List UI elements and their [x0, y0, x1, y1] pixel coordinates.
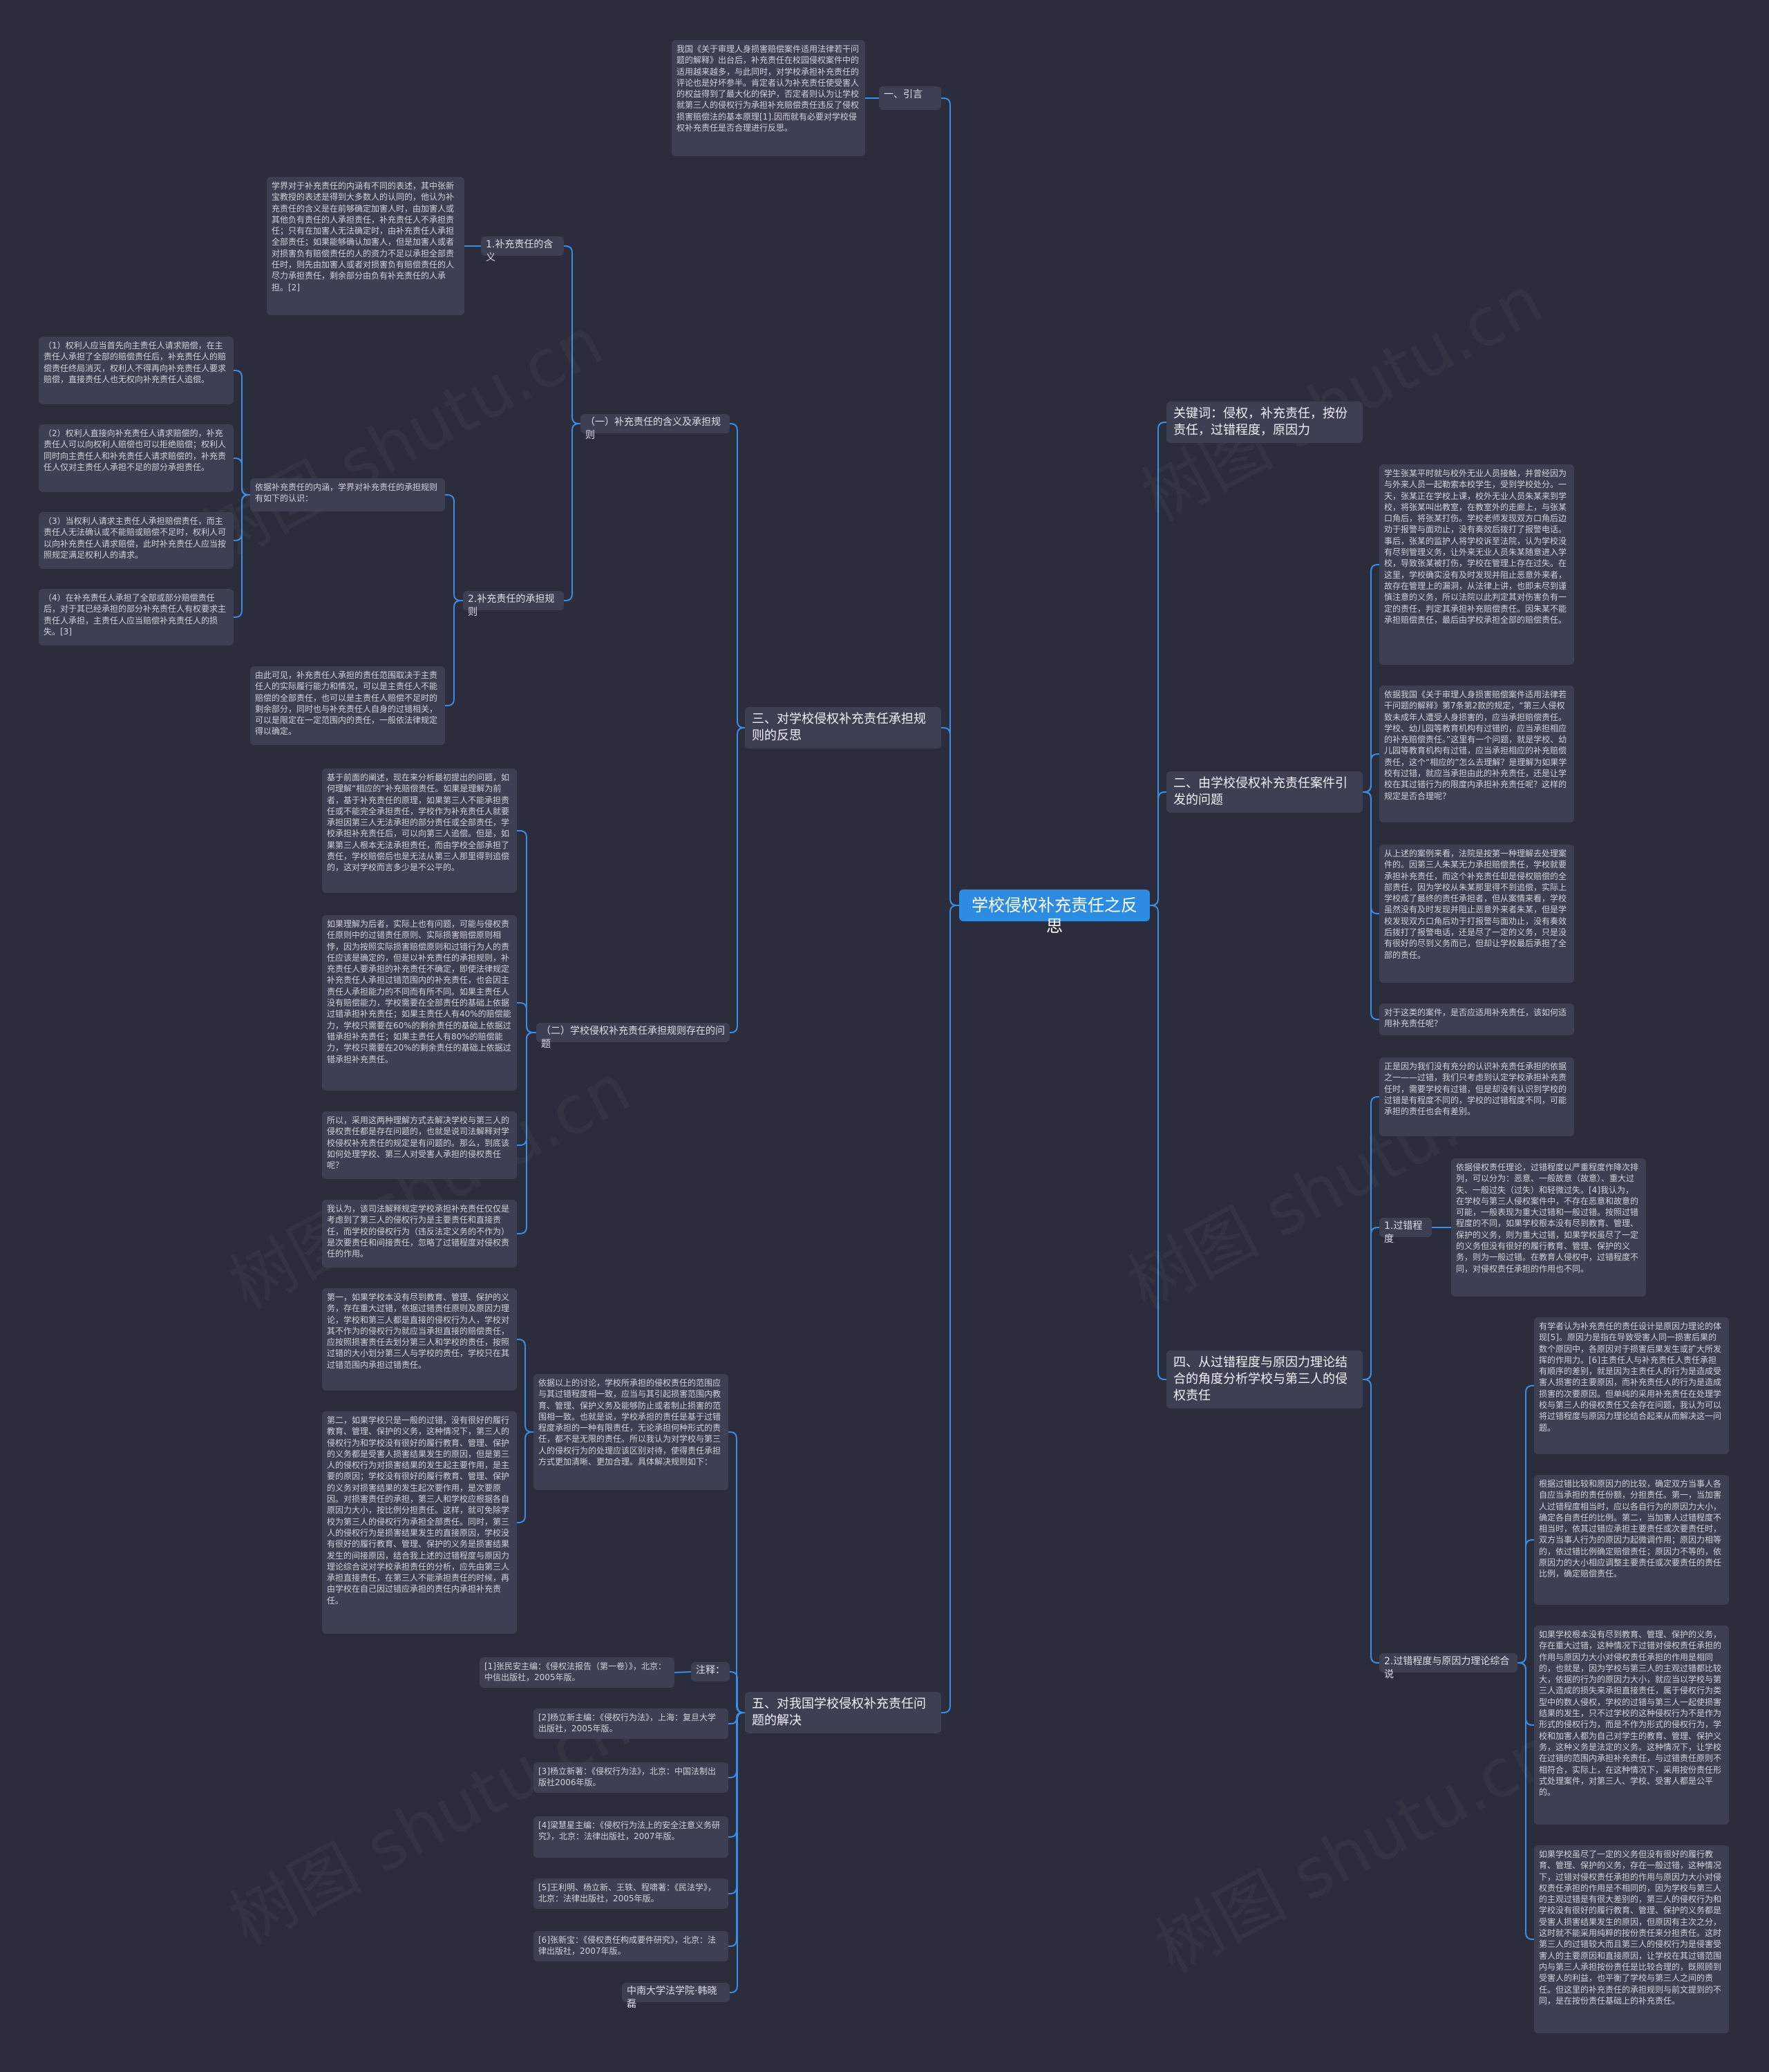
- problem-text-1: 基于前面的阐述，现在来分析最初提出的问题，如何理解“相应的”补充赔偿责任。如果是…: [322, 769, 517, 893]
- connector-line: [234, 458, 250, 496]
- connector-line: [941, 727, 959, 906]
- connector-line: [674, 1671, 692, 1673]
- connector-line: [564, 423, 580, 601]
- note-2: [2]杨立新主编：《侵权行为法》，上海：复旦大学出版社，2005年版。: [533, 1708, 728, 1739]
- solution-main: 依据以上的讨论，学校所承担的侵权责任的范围应与其过错程度相一致，应当与其引起损害…: [533, 1374, 728, 1490]
- connector-line: [1150, 791, 1166, 906]
- combined-text-4: 如果学校虽尽了一定的义务但没有很好的履行教育、管理、保护的义务，存在一般过错，这…: [1534, 1845, 1729, 2033]
- item-rules[interactable]: 2.补充责任的承担规则: [463, 591, 564, 618]
- notes-label[interactable]: 注释：: [691, 1662, 730, 1682]
- rules-intro: 依据补充责任的内涵，学界对补充责任的承担规则有如下的认识：: [250, 478, 445, 511]
- problem-text-2: 如果理解为后者，实际上也有问题，可能与侵权责任原则中的过错责任原则、实际损害赔偿…: [322, 915, 517, 1091]
- rule-3: （3）当权利人请求主责任人承担赔偿责任，而主责任人无法确认或不能赔或赔偿不足时，…: [39, 512, 234, 569]
- combined-text-2: 根据过错比较和原因力的比较，确定双方当事人各自应当承担的责任份额，分担责任。第一…: [1534, 1475, 1729, 1605]
- connector-line: [1517, 1539, 1534, 1664]
- connector-line: [445, 600, 463, 706]
- rule-1: （1）权利人应当首先向主责任人请求赔偿，在主责任人承担了全部的赔偿责任后，补充责…: [39, 337, 234, 404]
- connector-line: [730, 727, 745, 1033]
- connector-line: [517, 1032, 536, 1234]
- case-text-1: 学生张某平时就与校外无业人员接触，并曾经因为与外来人员一起勒索本校学生，受到学校…: [1379, 464, 1574, 665]
- rules-conclusion: 由此可见，补充责任人承担的责任范围取决于主责任人的实际履行能力和情况，可以是主责…: [250, 666, 445, 745]
- topic-intro[interactable]: 一、引言: [879, 86, 941, 110]
- connector-line: [517, 1431, 533, 1523]
- problem-text-3: 所以，采用这两种理解方式去解决学校与第三人的侵权责任都是存在问题的，也就是说司法…: [322, 1111, 517, 1179]
- note-1: [1]张民安主编：《侵权法报告（第一卷）》，北京：中信出版社，2005年版。: [480, 1657, 674, 1688]
- case-text-2: 依据我国《关于审理人身损害赔偿案件适用法律若干问题的解释》第7条第2款的规定，“…: [1379, 686, 1574, 822]
- item-combined-theory[interactable]: 2.过错程度与原因力理论综合说: [1379, 1653, 1517, 1680]
- connector-line: [1363, 791, 1379, 1020]
- intro-text: 我国《关于审理人身损害赔偿案件适用法律若干问题的解释》出台后，补充责任在校园侵权…: [672, 40, 865, 156]
- connector-line: [730, 423, 745, 728]
- item-meaning[interactable]: 1.补充责任的含义: [481, 236, 564, 263]
- combined-text-1: 有学者认为补充责任的责任设计是原因力理论的体现[5]。原因力是指在导致受害人同一…: [1534, 1317, 1729, 1454]
- note-5: [5]王利明、杨立新、王轶、程啸著：《民法学》，北京：法律出版社，2005年版。: [533, 1878, 728, 1909]
- fault-degree-text: 依据侵权责任理论，过错程度以严重程度作降次排列，可以分为：恶意、一般故意（故意）…: [1451, 1158, 1646, 1297]
- connector-line: [730, 1671, 745, 1713]
- fault-intro: 正是因为我们没有充分的认识补充责任承担的依据之一——过错，我们只考虑到认定学校承…: [1379, 1057, 1574, 1136]
- rule-4: （4）在补充责任人承担了全部或部分赔偿责任后，对于其已经承担的部分补充责任人有权…: [39, 589, 234, 646]
- case-text-3: 从上述的案例来看，法院是按第一种理解去处理案件的。因第三人朱某无力承担赔偿责任，…: [1379, 845, 1574, 983]
- author[interactable]: 中南大学法学院·韩晓磊: [622, 1983, 730, 2010]
- root-topic[interactable]: 学校侵权补充责任之反思: [959, 889, 1150, 936]
- connector-line: [730, 1712, 745, 1993]
- subtopic-3-2[interactable]: （二）学校侵权补充责任承担规则存在的问题: [536, 1023, 730, 1050]
- solution-text-2: 第二，如果学校只是一般的过错，没有很好的履行教育、管理、保护的义务，这种情况下，…: [322, 1411, 517, 1634]
- note-6: [6]张新宝：《侵权责任构成要件研究》，北京：法律出版社，2007年版。: [533, 1931, 728, 1961]
- topic-section-5[interactable]: 五、对我国学校侵权补充责任问题的解决: [745, 1692, 941, 1733]
- meaning-text: 学界对于补充责任的内涵有不同的表述，其中张新宝教授的表述是得到大多数人的认同的，…: [267, 177, 464, 315]
- topic-section-4[interactable]: 四、从过错程度与原因力理论结合的角度分析学校与第三人的侵权责任: [1166, 1350, 1363, 1409]
- connector-line: [1363, 1227, 1379, 1380]
- note-4: [4]梁慧星主编：《侵权行为法上的安全注意义务研究》，北京：法律出版社，2007…: [533, 1816, 728, 1858]
- topic-keywords[interactable]: 关键词：侵权，补充责任，按份责任，过错程度，原因力: [1166, 402, 1363, 443]
- item-fault-degree[interactable]: 1.过错程度: [1379, 1218, 1432, 1245]
- connector-line: [1363, 753, 1379, 793]
- connector-line: [445, 494, 463, 601]
- case-text-4: 对于这类的案件，是否应适用补充责任，该如何适用补充责任呢？: [1379, 1004, 1574, 1035]
- rule-2: （2）权利人直接向补充责任人请求赔偿的，补充责任人可以向权利人赔偿也可以拒绝赔偿…: [39, 424, 234, 492]
- connector-line: [234, 494, 250, 618]
- connector-line: [941, 905, 959, 1713]
- topic-section-2[interactable]: 二、由学校侵权补充责任案件引发的问题: [1166, 771, 1363, 813]
- connector-line: [564, 245, 580, 424]
- subtopic-3-1[interactable]: （一）补充责任的含义及承担规则: [580, 414, 730, 441]
- connector-line: [728, 1431, 745, 1713]
- connector-line: [517, 1339, 533, 1433]
- connector-line: [1150, 905, 1166, 1380]
- combined-text-3: 如果学校根本没有尽到教育、管理、保护的义务，存在重大过错，这种情况下过错对侵权责…: [1534, 1626, 1729, 1825]
- note-3: [3]杨立新著：《侵权行为法》，北京：中国法制出版社2006年版。: [533, 1762, 728, 1793]
- topic-section-3[interactable]: 三、对学校侵权补充责任承担规则的反思: [745, 707, 941, 748]
- connector-line: [1517, 1662, 1534, 1940]
- problem-text-4: 我认为，该司法解释规定学校承担补充责任仅仅是考虑到了第三人的侵权行为是主要责任和…: [322, 1200, 517, 1268]
- connector-line: [517, 1002, 536, 1033]
- connector-line: [1363, 1379, 1379, 1664]
- solution-text-1: 第一，如果学校本没有尽到教育、管理、保护的义务，存在重大过错，依据过错责任原则及…: [322, 1288, 517, 1391]
